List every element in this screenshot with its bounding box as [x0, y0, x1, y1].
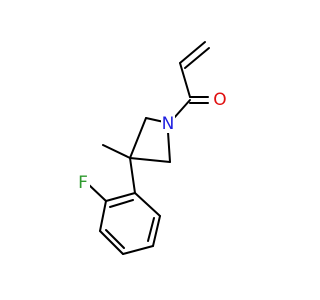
- azetidine-bond-c4-n: [167, 131, 171, 163]
- vinyl-single-bond: [179, 62, 191, 98]
- vinyl-double-bond-inner: [184, 47, 210, 69]
- phenyl-bond-c5-c6: [152, 215, 161, 247]
- fluorophenyl-ring: [87, 183, 161, 255]
- aryl-linkage-bond: [129, 157, 136, 194]
- phenyl-aromatic-inner-2: [105, 229, 125, 249]
- fluorine-bond: [87, 183, 107, 202]
- azetidine-bond-c3-c4: [129, 157, 171, 163]
- fluorine-label: F: [78, 173, 88, 193]
- nitrogen-label: N: [162, 114, 175, 134]
- phenyl-bond-c2-c3: [99, 200, 107, 232]
- azetidine-bond-c2-c3: [129, 117, 147, 159]
- oxygen-label: O: [213, 90, 226, 110]
- atom-fluorine: F: [76, 173, 90, 193]
- phenyl-bond-c1-c2: [105, 192, 136, 202]
- phenyl-bond-c6-c1: [134, 192, 161, 217]
- phenyl-bond-c4-c5: [122, 245, 154, 255]
- phenyl-aromatic-inner-1: [109, 199, 134, 208]
- molecule-structure: N O F: [76, 41, 227, 255]
- vinyl-double-bond-outer: [179, 41, 206, 64]
- atom-oxygen: O: [213, 90, 227, 110]
- phenyl-aromatic-inner-3: [147, 217, 155, 242]
- acryloyl-group: [173, 41, 210, 119]
- phenyl-bond-c3-c4: [99, 230, 124, 255]
- carbonyl-to-nitrogen-bond: [173, 99, 191, 119]
- atom-nitrogen: N: [161, 113, 175, 134]
- methyl-bond: [102, 144, 131, 159]
